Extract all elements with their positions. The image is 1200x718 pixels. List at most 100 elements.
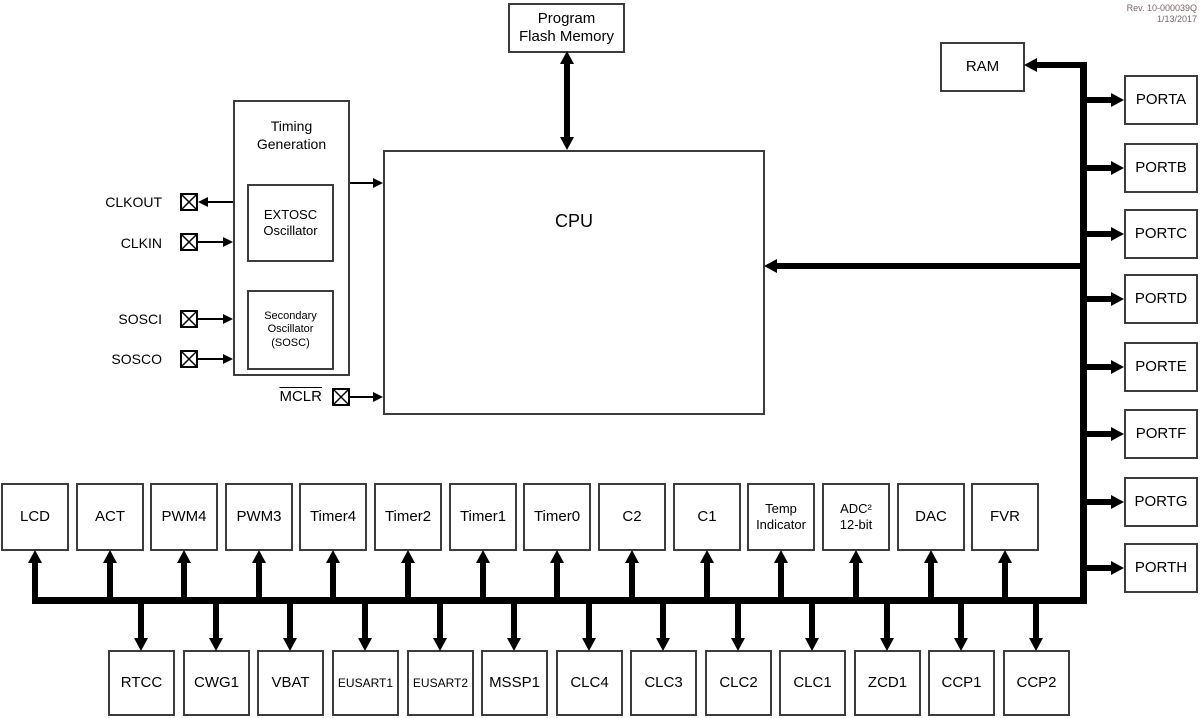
arrow-timing-cpu-head	[373, 178, 383, 188]
arrow-bus-portf-shaft	[1087, 431, 1112, 437]
arrow-bus-portc-shaft	[1087, 231, 1112, 237]
arrow-clkout-shaft	[207, 201, 233, 203]
arrow-bus-portg-head	[1111, 495, 1124, 509]
arrow-sosco-shaft	[198, 358, 225, 360]
arrow-bus-lcd-head	[28, 550, 42, 563]
arrow-bus-eusart1-head	[358, 638, 372, 651]
arrow-bus-rtcc-shaft	[138, 603, 144, 639]
block-ram: RAM	[940, 42, 1025, 92]
arrow-bus-cpu-head	[764, 259, 777, 273]
block-clc3: CLC3	[630, 650, 697, 716]
pin-label-sosco: SOSCO	[111, 351, 162, 367]
arrow-bus-clc4-head	[582, 638, 596, 651]
arrow-mclr-cpu-head	[373, 392, 383, 402]
arrow-bus-c1-head	[700, 550, 714, 563]
arrow-bus-porte-shaft	[1087, 364, 1112, 370]
arrow-bus-vbat-shaft	[287, 603, 293, 639]
pin-pad-icon-sosco	[180, 350, 198, 368]
pin-pad-icon-sosci	[180, 310, 198, 328]
arrow-bus-ccp2-shaft	[1033, 603, 1039, 639]
arrow-bus-timer4-head	[326, 550, 340, 563]
arrow-bus-porth-shaft	[1087, 565, 1112, 571]
arrow-clkout-head	[198, 197, 208, 207]
block-cpu: CPU	[383, 150, 765, 415]
arrow-bus-portd-head	[1111, 292, 1124, 306]
block-porta: PORTA	[1124, 75, 1198, 125]
arrow-bus-c2-head	[625, 550, 639, 563]
arrow-bus-timer0-head	[550, 550, 564, 563]
block-extosc-oscillator: EXTOSC Oscillator	[247, 184, 334, 262]
block-eusart2: EUSART2	[407, 650, 474, 716]
arrow-bus-timer2-shaft	[405, 561, 411, 598]
block-ccp2: CCP2	[1003, 650, 1070, 716]
block-rtcc: RTCC	[108, 650, 175, 716]
arrow-bus-dac-head	[924, 550, 938, 563]
block-pwm3: PWM3	[225, 483, 293, 551]
block-pwm4: PWM4	[150, 483, 218, 551]
arrow-bus-pwm4-shaft	[181, 561, 187, 598]
arrow-sosci-shaft	[198, 318, 225, 320]
arrow-bus-pwm3-shaft	[256, 561, 262, 598]
arrow-flash-cpu-head-up	[560, 51, 574, 64]
arrow-bus-pwm4-head	[177, 550, 191, 563]
arrow-bus-porta-shaft	[1087, 97, 1112, 103]
pin-label-clkin: CLKIN	[120, 235, 162, 251]
arrow-bus-fvr-shaft	[1002, 561, 1008, 598]
block-mssp1: MSSP1	[481, 650, 548, 716]
block-c2: C2	[598, 483, 666, 551]
bus-horizontal	[32, 597, 1087, 604]
block-ccp1: CCP1	[928, 650, 995, 716]
arrow-bus-porta-head	[1111, 93, 1124, 107]
arrow-bus-cwg1-head	[209, 638, 223, 651]
arrow-bus-act-head	[103, 550, 117, 563]
block-portc: PORTC	[1124, 209, 1198, 259]
arrow-bus-eusart2-head	[433, 638, 447, 651]
arrow-bus-eusart1-shaft	[362, 603, 368, 639]
arrow-bus-clc1-shaft	[809, 603, 815, 639]
arrow-bus-portb-head	[1111, 161, 1124, 175]
arrow-bus-act-shaft	[107, 561, 113, 598]
arrow-bus-clc4-shaft	[586, 603, 592, 639]
block-clc2: CLC2	[705, 650, 772, 716]
arrow-bus-clc1-head	[805, 638, 819, 651]
arrow-clkin-head	[223, 237, 233, 247]
arrow-clkin-shaft	[198, 241, 225, 243]
arrow-bus-portf-head	[1111, 427, 1124, 441]
block-eusart1: EUSART1	[332, 650, 399, 716]
block-c1: C1	[673, 483, 741, 551]
arrow-bus-timer2-head	[401, 550, 415, 563]
arrow-bus-portd-shaft	[1087, 296, 1112, 302]
arrow-bus-ccp1-shaft	[958, 603, 964, 639]
timing-generation-label: Timing Generation	[256, 118, 327, 152]
pin-label-mclr: MCLR	[279, 388, 322, 405]
block-program-flash-memory: Program Flash Memory	[508, 3, 625, 53]
pin-label-sosci: SOSCI	[118, 311, 162, 327]
block-porte: PORTE	[1124, 342, 1198, 392]
arrow-bus-ram-shaft	[1036, 62, 1082, 68]
pin-label-clkout: CLKOUT	[105, 194, 162, 210]
arrow-bus-clc2-shaft	[735, 603, 741, 639]
block-fvr: FVR	[971, 483, 1039, 551]
arrow-bus-clc3-head	[656, 638, 670, 651]
block-clc1: CLC1	[779, 650, 846, 716]
arrow-bus-timer4-shaft	[330, 561, 336, 598]
pin-pad-icon-mclr	[332, 388, 350, 406]
arrow-bus-portb-shaft	[1087, 165, 1112, 171]
arrow-flash-cpu-shaft	[564, 62, 570, 140]
block-timer2: Timer2	[374, 483, 442, 551]
arrow-bus-portg-shaft	[1087, 499, 1112, 505]
block-portg: PORTG	[1124, 477, 1198, 527]
block-portd: PORTD	[1124, 274, 1198, 324]
arrow-bus-timer1-head	[476, 550, 490, 563]
arrow-bus-porth-head	[1111, 561, 1124, 575]
arrow-bus-c2-shaft	[629, 561, 635, 598]
arrow-bus-adc-12-bit-shaft	[853, 561, 859, 598]
block-secondary-oscillator: Secondary Oscillator (SOSC)	[247, 290, 334, 370]
block-cwg1: CWG1	[183, 650, 250, 716]
arrow-bus-fvr-head	[998, 550, 1012, 563]
arrow-bus-ccp2-head	[1029, 638, 1043, 651]
revision-number: Rev. 10-000039Q	[1126, 3, 1197, 13]
arrow-bus-clc3-shaft	[660, 603, 666, 639]
arrow-sosco-head	[223, 354, 233, 364]
